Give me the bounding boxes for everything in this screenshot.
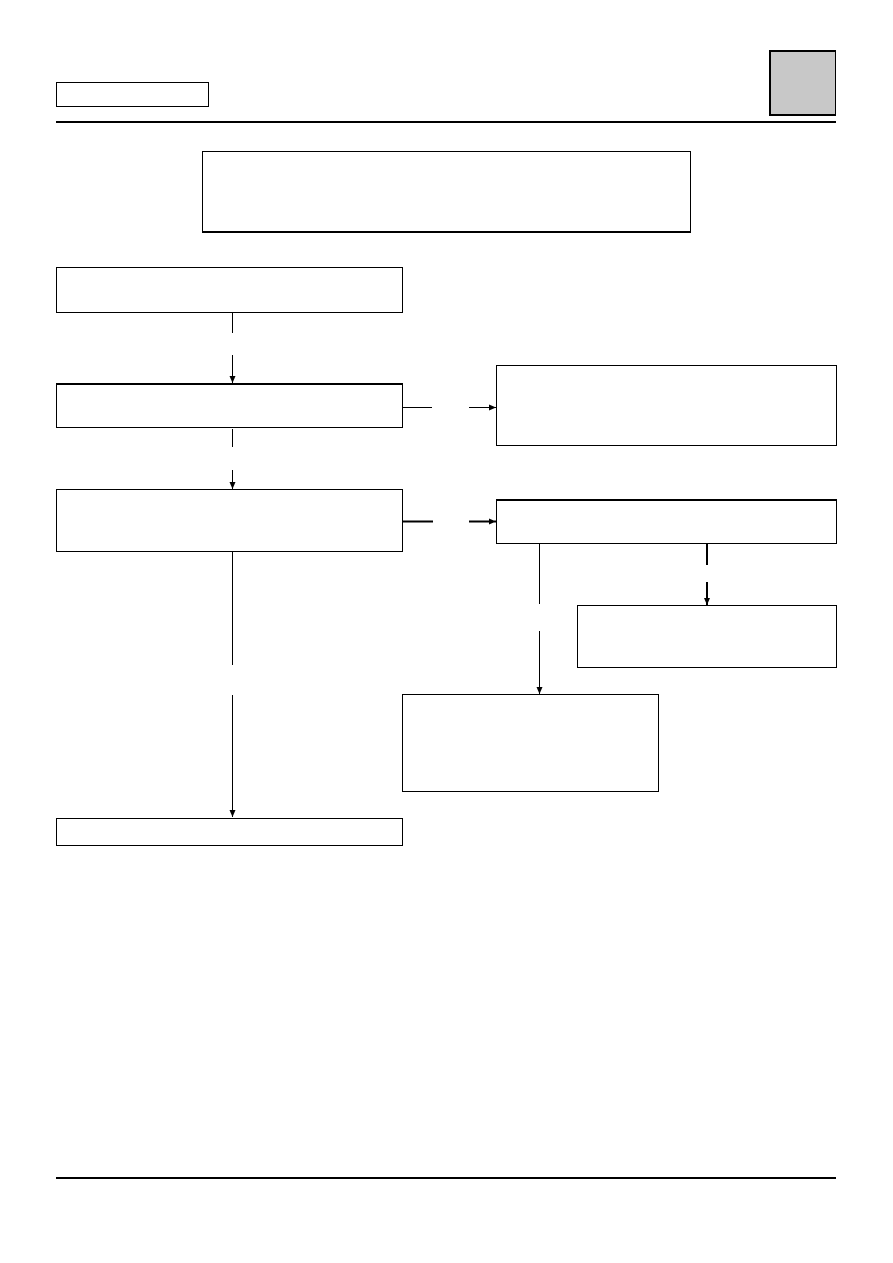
- step-box-8: [56, 818, 403, 846]
- section-label-box: [56, 82, 209, 107]
- step-box-6: [577, 605, 837, 668]
- step-box-7: [402, 694, 659, 792]
- step-box-2: [56, 383, 403, 428]
- step-box-5: [496, 499, 837, 544]
- step-box-3: [56, 489, 403, 552]
- chapter-tab: [769, 50, 836, 116]
- title-box: [202, 151, 691, 233]
- header-rule: [56, 121, 836, 123]
- footer-rule: [56, 1177, 836, 1179]
- step-box-4: [496, 365, 837, 446]
- step-box-1: [56, 267, 403, 313]
